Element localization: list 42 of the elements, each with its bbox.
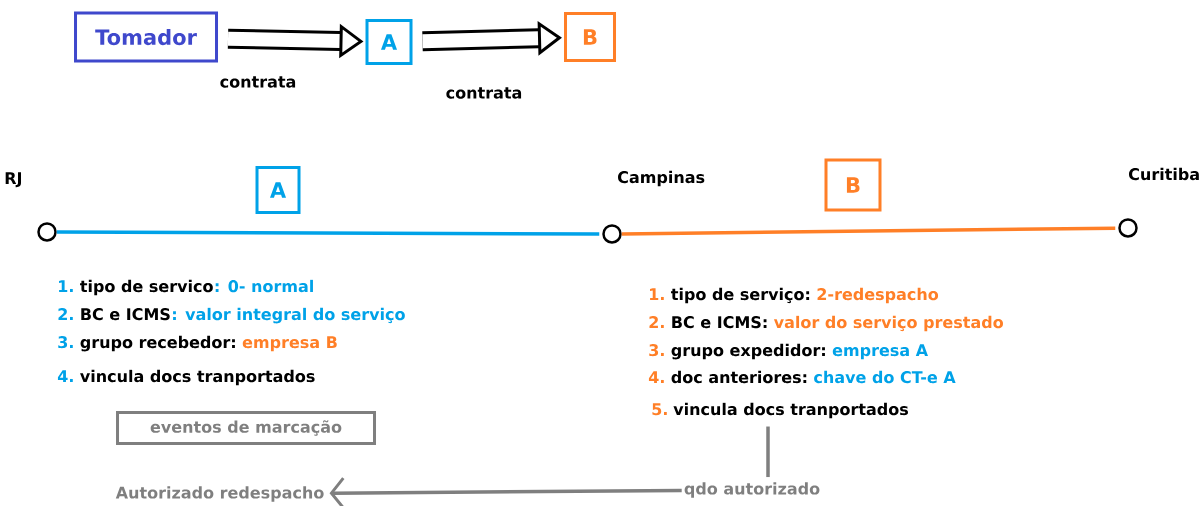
labeled-box: B — [824, 158, 882, 212]
connector-line — [56, 230, 600, 236]
edge-label: contrata — [218, 75, 298, 89]
labeled-box: Tomador — [74, 11, 218, 63]
labeled-box: A — [255, 166, 301, 214]
list-number: 3. — [58, 336, 73, 349]
list-number: 4. — [648, 371, 664, 383]
field-name: tipo de servico — [80, 279, 213, 296]
connector-line — [766, 426, 770, 478]
field-value: empresa B — [242, 336, 337, 352]
field-name: doc anteriores: — [671, 370, 807, 384]
field-value: 2-redespacho — [817, 287, 939, 304]
field-name: grupo expedidor: — [671, 343, 825, 360]
field-name: BC e ICMS — [81, 308, 170, 321]
labeled-box: A — [365, 19, 413, 65]
labeled-box: B — [564, 12, 616, 62]
edge-label: contrata — [444, 86, 524, 100]
note-text: qdo autorizado — [684, 482, 820, 498]
field-value: : 0- normal — [215, 279, 313, 293]
list-number: 3. — [649, 344, 664, 357]
field-value: valor do serviço prestado — [773, 315, 1003, 332]
place-label: Campinas — [618, 170, 705, 187]
list-number: 2. — [58, 308, 73, 320]
list-number: 2. — [649, 316, 664, 328]
field-value: : valor integral do serviço — [173, 307, 405, 324]
connector-line — [621, 226, 1116, 236]
list-number: 5. — [652, 403, 667, 416]
field-name: tipo de serviço: — [671, 287, 810, 304]
field-name: BC e ICMS: — [672, 316, 767, 329]
list-number: 4. — [57, 370, 73, 382]
note-text: Autorizado redespacho — [115, 486, 324, 502]
field-name: grupo recebedor: — [80, 335, 235, 352]
place-label: Curitiba — [1129, 167, 1199, 181]
field-value: empresa A — [832, 344, 928, 360]
list-number: 1. — [59, 280, 73, 292]
field-name: vincula docs tranportados — [80, 369, 315, 386]
field-value: chave do CT-e A — [814, 370, 956, 384]
place-label: RJ — [5, 172, 21, 188]
arrow — [329, 477, 682, 506]
list-number: 1. — [650, 288, 664, 300]
field-name: vincula docs tranportados — [673, 402, 908, 419]
labeled-box: eventos de marcação — [116, 411, 376, 445]
